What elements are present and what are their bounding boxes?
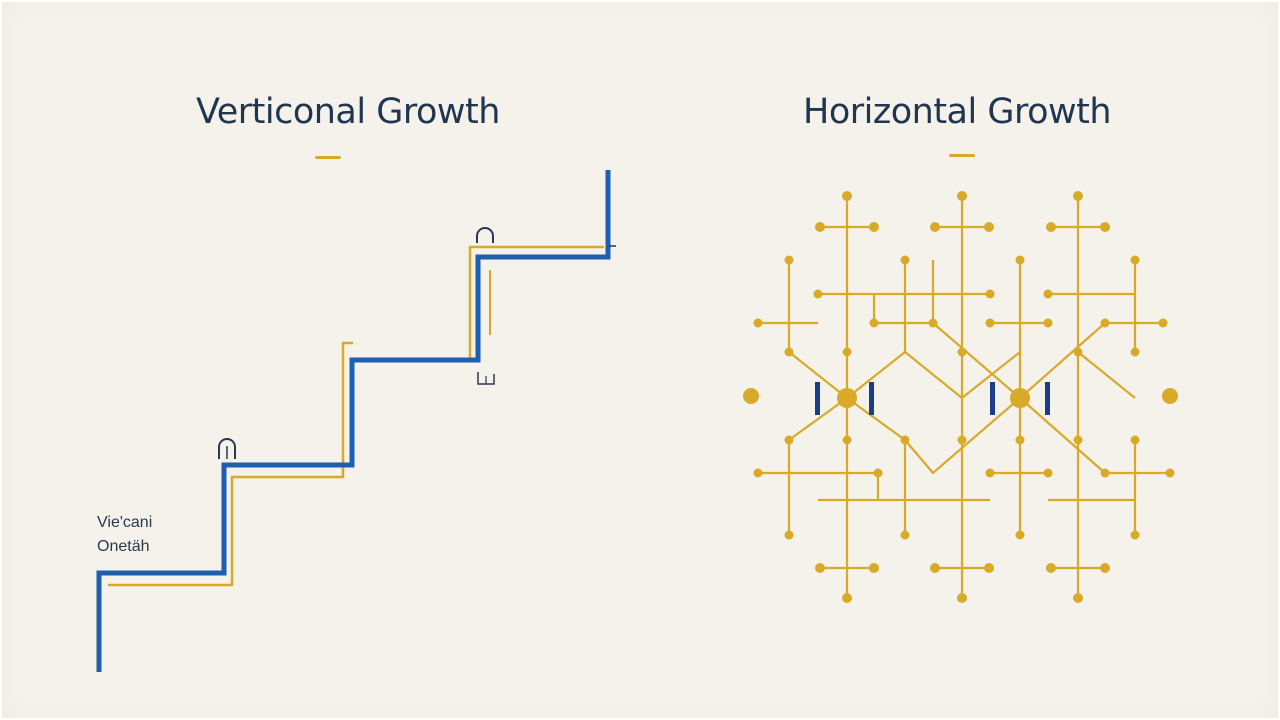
network-node [957,347,967,357]
network-node [1130,347,1140,357]
network-node [842,435,852,445]
network-node [1165,468,1175,478]
horizontal-title-underline [949,154,975,157]
network-diagonal [904,351,1021,400]
network-node [1046,222,1056,232]
network-node [869,222,879,232]
network-isolated-node [1162,388,1178,404]
network-isolated-node [743,388,759,404]
network-node [957,435,967,445]
network-node [930,222,940,232]
network-node [1073,435,1083,445]
network-node [869,563,879,573]
network-node [1043,468,1053,478]
network-node [957,191,967,201]
network-node [784,530,794,540]
network-node [753,318,763,328]
network-node [842,347,852,357]
network-node [1130,255,1140,265]
network-node [930,563,940,573]
network-node [784,255,794,265]
network-node [1073,347,1083,357]
network-node [1130,530,1140,540]
network-bar [990,382,995,415]
network-node [1015,435,1025,445]
network-node [957,593,967,603]
network-node [1130,435,1140,445]
network-node [815,563,825,573]
network-hub-node [837,388,857,408]
network-node [873,468,883,478]
staircase-label-line2: Onetäh [97,538,150,555]
network-node [900,255,910,265]
network-node [1100,563,1110,573]
vertical-title-underline [315,156,341,159]
staircase-blue-line [96,170,611,672]
network-node [1015,255,1025,265]
network-bar [869,382,874,415]
network-node [985,318,995,328]
staircase-label-line1: Vie'cani [97,514,153,531]
staircase-gold-line [108,341,353,587]
network-node [1100,222,1110,232]
network-node [985,289,995,299]
network-node [842,191,852,201]
network-diagonal [1077,351,1136,399]
network-node [813,289,823,299]
arch-icon [218,438,236,459]
network-bar [1045,382,1050,415]
network-node [753,468,763,478]
arch-icon [476,227,494,243]
network-node [842,593,852,603]
horizontal-growth-title: Horizontal Growth [803,92,1112,132]
staircase [96,170,616,672]
network-node [984,222,994,232]
network-hub-node [1010,388,1030,408]
network-node [815,222,825,232]
network-node [1015,530,1025,540]
small-box-icon [477,372,495,385]
network-node [1043,289,1053,299]
vertical-growth-title: Verticonal Growth [196,92,500,132]
network-node [1073,593,1083,603]
network-node [1043,318,1053,328]
network-node [1158,318,1168,328]
network-diagonal [874,321,1106,400]
network-node [1073,191,1083,201]
network-node [984,563,994,573]
network-node [1046,563,1056,573]
network-node [900,435,910,445]
network-diagonal [904,396,1106,475]
network-bar [815,382,820,415]
network-node [900,530,910,540]
network [743,191,1178,603]
network-node [985,468,995,478]
